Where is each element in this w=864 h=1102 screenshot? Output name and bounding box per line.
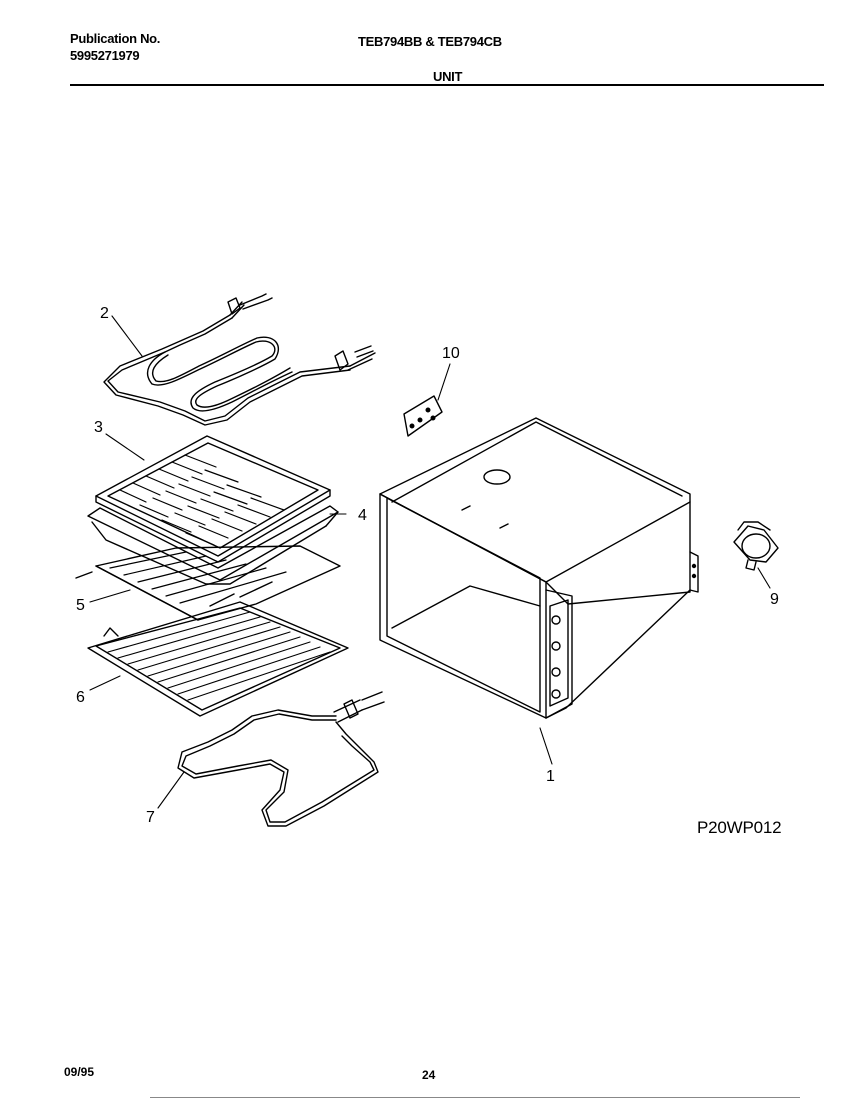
clip — [733, 521, 779, 571]
publication-label: Publication No. — [70, 31, 161, 46]
model-numbers: TEB794BB & TEB794CB — [358, 34, 502, 49]
callout-7: 7 — [146, 809, 155, 826]
callout-1: 1 — [546, 768, 555, 785]
callout-5: 5 — [76, 597, 85, 614]
callout-9: 9 — [770, 591, 779, 608]
broil-element — [103, 293, 376, 426]
callouts: 1 2 3 4 5 6 7 9 10 — [76, 305, 779, 826]
bracket — [403, 395, 443, 437]
section-title: UNIT — [433, 69, 463, 84]
callout-3: 3 — [94, 419, 103, 436]
publication-number: 5995271979 — [70, 48, 140, 63]
footer-rule — [150, 1097, 800, 1098]
oven-bottom — [75, 545, 341, 621]
bake-element — [177, 691, 385, 827]
header-rule — [70, 84, 824, 86]
leader-lines — [89, 315, 771, 809]
oven-rack — [87, 601, 349, 717]
callout-2: 2 — [100, 305, 109, 322]
broiler-pan-insert — [95, 435, 331, 563]
callout-10: 10 — [442, 345, 460, 362]
callout-6: 6 — [76, 689, 85, 706]
diagram-code: P20WP012 — [697, 818, 782, 837]
footer-date: 09/95 — [64, 1065, 95, 1079]
callout-4: 4 — [358, 507, 367, 524]
oven-cavity — [379, 417, 699, 719]
page-number: 24 — [422, 1068, 436, 1082]
